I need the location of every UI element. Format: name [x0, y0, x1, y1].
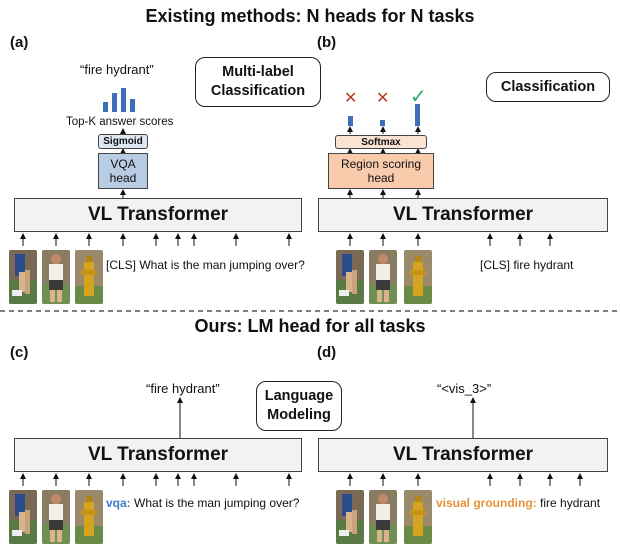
standing-man-photo	[369, 490, 397, 544]
panel-label-d: (d)	[317, 344, 337, 361]
panel-b-input-text: [CLS] fire hydrant	[480, 258, 574, 272]
vl-transformer-c: VL Transformer	[14, 438, 302, 472]
panel-c-input-text: What is the man jumping over?	[134, 496, 300, 510]
region-head-line1: Region scoring	[340, 157, 422, 171]
panel-d-input: visual grounding: fire hydrant	[436, 496, 600, 510]
classification-label: Classification	[500, 78, 596, 95]
grounding-prefix: visual grounding:	[436, 496, 537, 510]
fire-hydrant-photo	[75, 250, 103, 304]
region-head-line2: head	[367, 171, 395, 185]
region-score-bar-2	[380, 120, 385, 126]
vl-transformer-a-label: VL Transformer	[87, 204, 229, 225]
task-a-line2: Classification	[210, 83, 306, 99]
panel-label-a: (a)	[10, 34, 29, 51]
standing-man-photo	[42, 490, 70, 544]
top-heading: Existing methods: N heads for N tasks	[145, 6, 475, 26]
softmax-box: Softmax	[335, 135, 427, 149]
sigmoid-box: Sigmoid	[98, 134, 148, 149]
vqa-head-line1: VQA	[110, 157, 136, 171]
task-c-line1: Language	[264, 388, 334, 404]
panel-a-output-text: “fire hydrant”	[80, 62, 154, 77]
score-bar	[103, 102, 108, 112]
fire-hydrant-photo	[75, 490, 103, 544]
cross-mark-2: ✕	[376, 90, 390, 107]
classification-box: Classification	[486, 72, 610, 102]
region-score-bar-3	[415, 104, 420, 126]
standing-man-photo	[42, 250, 70, 304]
vl-transformer-c-label: VL Transformer	[87, 444, 229, 465]
standing-man-photo	[369, 250, 397, 304]
task-c-line2: Modeling	[267, 407, 331, 423]
panel-d-output-text: “<vis_3>”	[437, 381, 492, 396]
softmax-label: Softmax	[361, 136, 401, 148]
jumping-person-photo	[336, 250, 364, 304]
panel-c-output-text: “fire hydrant”	[146, 381, 220, 396]
panel-d-input-text: fire hydrant	[540, 496, 601, 510]
fire-hydrant-photo	[404, 250, 432, 304]
panel-a-scores-label: Top-K answer scores	[66, 116, 174, 128]
cross-mark-1: ✕	[344, 90, 358, 107]
vl-transformer-a: VL Transformer	[14, 198, 302, 232]
region-score-bar-1	[348, 116, 353, 126]
vl-transformer-d-label: VL Transformer	[392, 444, 534, 465]
vqa-head-line2: head	[109, 171, 137, 185]
jumping-person-photo	[9, 490, 37, 544]
panel-c-input: vqa: What is the man jumping over?	[106, 496, 299, 510]
score-bar	[121, 88, 126, 112]
panel-label-c: (c)	[10, 344, 29, 361]
sigmoid-label: Sigmoid	[103, 136, 143, 147]
task-a-line1: Multi-label	[222, 64, 294, 80]
score-bar	[112, 93, 117, 112]
vl-transformer-b: VL Transformer	[318, 198, 608, 232]
jumping-person-photo	[336, 490, 364, 544]
jumping-person-photo	[9, 250, 37, 304]
vl-transformer-d: VL Transformer	[318, 438, 608, 472]
vl-transformer-b-label: VL Transformer	[392, 204, 534, 225]
score-bar	[130, 99, 135, 112]
check-mark: ✓	[410, 86, 427, 108]
bottom-heading: Ours: LM head for all tasks	[194, 316, 426, 336]
panel-label-b: (b)	[317, 34, 337, 51]
vqa-prefix: vqa:	[106, 496, 131, 510]
panel-a-input-text: [CLS] What is the man jumping over?	[106, 258, 305, 272]
fire-hydrant-photo	[404, 490, 432, 544]
